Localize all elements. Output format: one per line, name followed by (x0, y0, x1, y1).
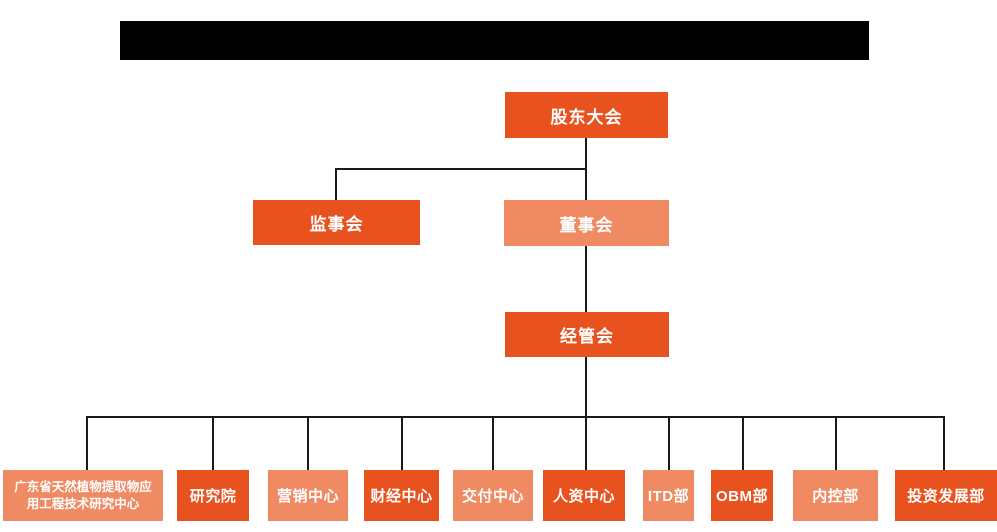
node-label: 营销中心 (276, 488, 339, 505)
node-dept-research-center: 广东省天然植物提取物应用工程技术研究中心 (3, 470, 163, 521)
node-dept-delivery-center: 交付中心 (453, 470, 533, 521)
node-label: 财经中心 (370, 488, 433, 505)
node-label: 经管会 (560, 327, 614, 346)
node-dept-hr-center: 人资中心 (543, 470, 625, 521)
node-label: ITD部 (647, 488, 690, 505)
node-label: 研究院 (189, 488, 237, 505)
connector-drop-research-center (86, 416, 88, 470)
node-dept-research-institute: 研究院 (177, 470, 249, 521)
node-shareholders-meeting: 股东大会 (505, 92, 668, 138)
connector-departments-horizontal (86, 416, 945, 418)
connector-supervisors-drop (335, 168, 337, 200)
node-dept-obm: OBM部 (711, 470, 773, 521)
node-label: 董事会 (559, 215, 614, 235)
connector-drop-itd (668, 416, 670, 470)
node-management-committee: 经管会 (505, 312, 669, 357)
node-board-of-directors: 董事会 (504, 200, 669, 246)
node-label: 投资发展部 (907, 488, 985, 505)
connector-management-down (585, 357, 587, 417)
connector-drop-hr (585, 416, 587, 470)
connector-drop-marketing (307, 416, 309, 470)
node-dept-finance-center: 财经中心 (364, 470, 439, 521)
connector-directors-management (585, 246, 587, 312)
connector-drop-delivery (492, 416, 494, 470)
connector-drop-internal-control (835, 416, 837, 470)
node-dept-investment-development: 投资发展部 (895, 470, 997, 521)
node-board-of-supervisors: 监事会 (253, 200, 420, 245)
node-label: 交付中心 (461, 488, 524, 505)
node-dept-itd: ITD部 (643, 470, 694, 521)
node-label: OBM部 (716, 488, 768, 505)
connector-drop-research-institute (212, 416, 214, 470)
node-dept-internal-control: 内控部 (793, 470, 878, 521)
node-label: 内控部 (812, 488, 859, 505)
node-label: 人资中心 (552, 488, 615, 505)
node-dept-marketing-center: 营销中心 (268, 470, 348, 521)
connector-drop-investment (943, 416, 945, 470)
node-label: 监事会 (309, 215, 364, 234)
redacted-title-bar (120, 21, 869, 60)
connector-drop-obm (742, 416, 744, 470)
connector-drop-finance (401, 416, 403, 470)
node-label: 股东大会 (550, 107, 623, 127)
connector-level2-horizontal (335, 168, 587, 170)
node-label: 广东省天然植物提取物应用工程技术研究中心 (14, 479, 152, 511)
